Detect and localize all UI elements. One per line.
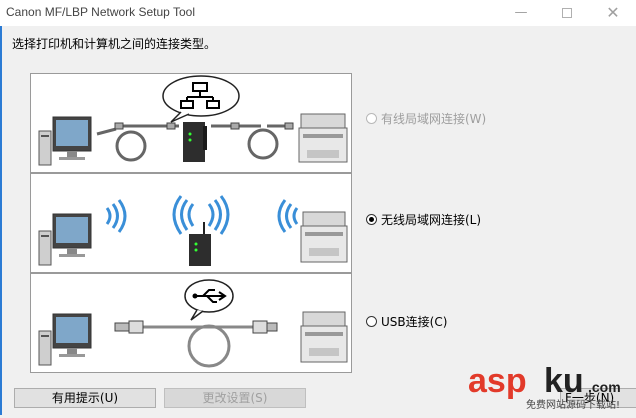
- computer-icon: [38, 213, 92, 266]
- wired-lan-label: 有线局域网连接(W): [381, 111, 487, 126]
- ethernet-cable-icon: [96, 124, 179, 162]
- instruction-text: 选择打印机和计算机之间的连接类型。: [12, 37, 217, 51]
- usb-option[interactable]: USB连接(C): [366, 313, 447, 329]
- wired-lan-illustration: [30, 73, 352, 173]
- window-title: Canon MF/LBP Network Setup Tool: [6, 5, 195, 19]
- window-left-edge: [0, 26, 2, 415]
- computer-icon: [38, 313, 92, 366]
- useful-tips-button[interactable]: 有用提示(U): [14, 388, 156, 408]
- wireless-lan-illustration: [30, 173, 352, 273]
- usb-cable-icon: [141, 324, 267, 368]
- wifi-waves-icon: [277, 199, 299, 233]
- router-icon: [189, 222, 211, 266]
- wireless-lan-radio[interactable]: [366, 213, 377, 225]
- aspku-watermark: asp ku .com 免费网站源码下载站!: [468, 360, 636, 415]
- wifi-waves-icon: [105, 199, 127, 233]
- title-bar: Canon MF/LBP Network Setup Tool — ✕: [0, 0, 636, 26]
- change-settings-button[interactable]: 更改设置(S): [164, 388, 306, 408]
- next-button[interactable]: F一步(N): [560, 388, 636, 408]
- wired-lan-radio[interactable]: [366, 112, 377, 124]
- usb-illustration: [30, 273, 352, 373]
- computer-icon: [38, 116, 92, 166]
- watermark-brand-c: .com: [588, 379, 621, 395]
- usb-icon: [184, 279, 234, 321]
- close-button[interactable]: ✕: [606, 3, 620, 22]
- watermark-tagline: 免费网站源码下载站!: [526, 398, 620, 411]
- maximize-button[interactable]: [544, 0, 590, 26]
- wireless-lan-option[interactable]: 无线局域网连接(L): [366, 211, 481, 227]
- watermark-brand-a: asp: [468, 362, 527, 400]
- printer-icon: [300, 211, 348, 263]
- usb-plug-icon: [114, 320, 278, 334]
- network-hub-icon: [162, 75, 240, 123]
- radio-selected-dot: [369, 216, 374, 222]
- usb-radio[interactable]: [366, 315, 377, 327]
- minimize-button[interactable]: —: [514, 5, 528, 20]
- wired-lan-option[interactable]: 有线局域网连接(W): [366, 110, 486, 126]
- watermark-brand-b: ku: [544, 362, 584, 400]
- printer-icon: [298, 113, 348, 163]
- printer-icon: [300, 311, 348, 363]
- wifi-waves-icon: [172, 195, 230, 235]
- router-icon: [183, 122, 207, 162]
- usb-label: USB连接(C): [381, 314, 448, 329]
- wireless-lan-label: 无线局域网连接(L): [381, 212, 482, 227]
- maximize-icon: [562, 7, 572, 18]
